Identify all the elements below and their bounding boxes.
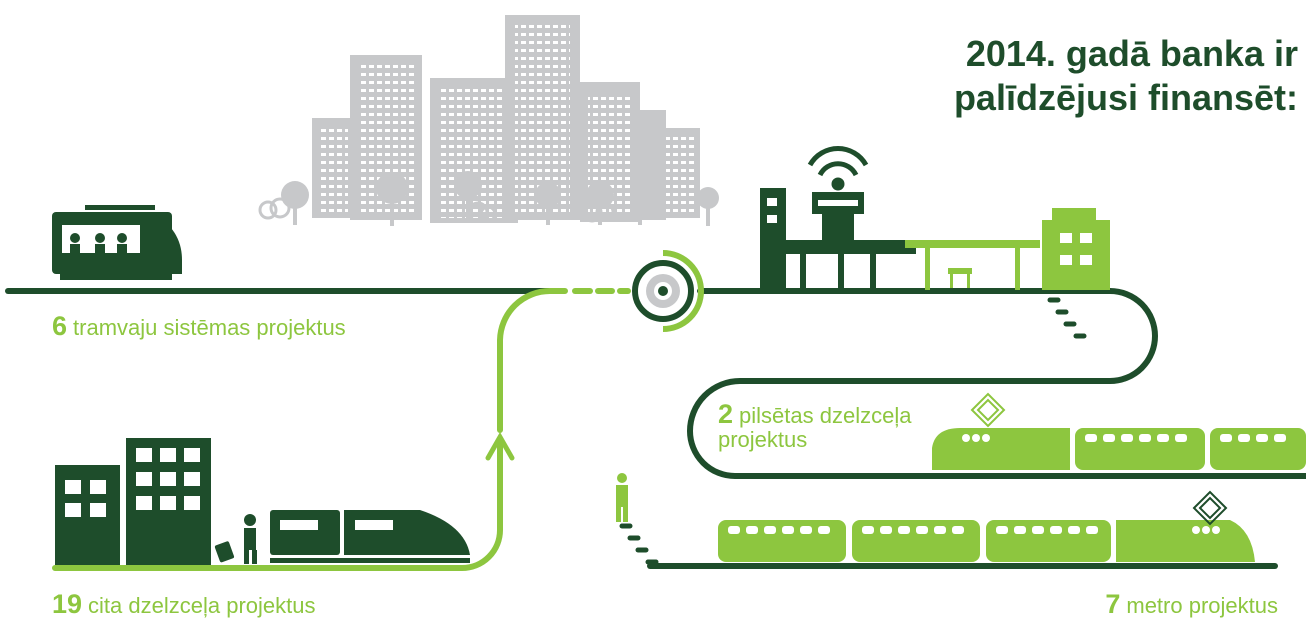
stat-tram-text: tramvaju sistēmas projektus <box>73 315 346 340</box>
wifi-icon <box>807 146 869 191</box>
buildings-icon <box>55 438 211 565</box>
highspeed-train-icon <box>270 510 470 563</box>
stat-metro-number: 7 <box>1105 589 1121 619</box>
traveler-icon <box>214 514 257 564</box>
target-icon <box>632 250 704 332</box>
stat-metro-text: metro projektus <box>1126 593 1278 618</box>
city-skyline-icon <box>258 15 719 226</box>
stat-urban-rail-text: pilsētas dzelzceļa <box>739 403 912 428</box>
title-line-1: 2014. gadā banka ir <box>965 33 1298 74</box>
stat-urban-rail-number: 2 <box>718 399 734 429</box>
stat-other-rail-text: cita dzelzceļa projektus <box>88 593 316 618</box>
title-line-2: palīdzējusi finansēt: <box>953 76 1298 118</box>
page-title: 2014. gadā banka ir palīdzējusi finansēt… <box>954 32 1298 120</box>
urban-train-icon <box>932 392 1306 470</box>
metro-train-icon <box>718 490 1255 562</box>
tram-icon <box>52 205 182 280</box>
stat-other-rail-number: 19 <box>52 589 83 619</box>
track-lines <box>5 288 1306 571</box>
stat-urban-rail-text-2: projektus <box>718 427 808 453</box>
pedestrian-icon <box>616 473 628 522</box>
station-icon <box>760 188 1110 290</box>
stat-tram-number: 6 <box>52 311 68 341</box>
